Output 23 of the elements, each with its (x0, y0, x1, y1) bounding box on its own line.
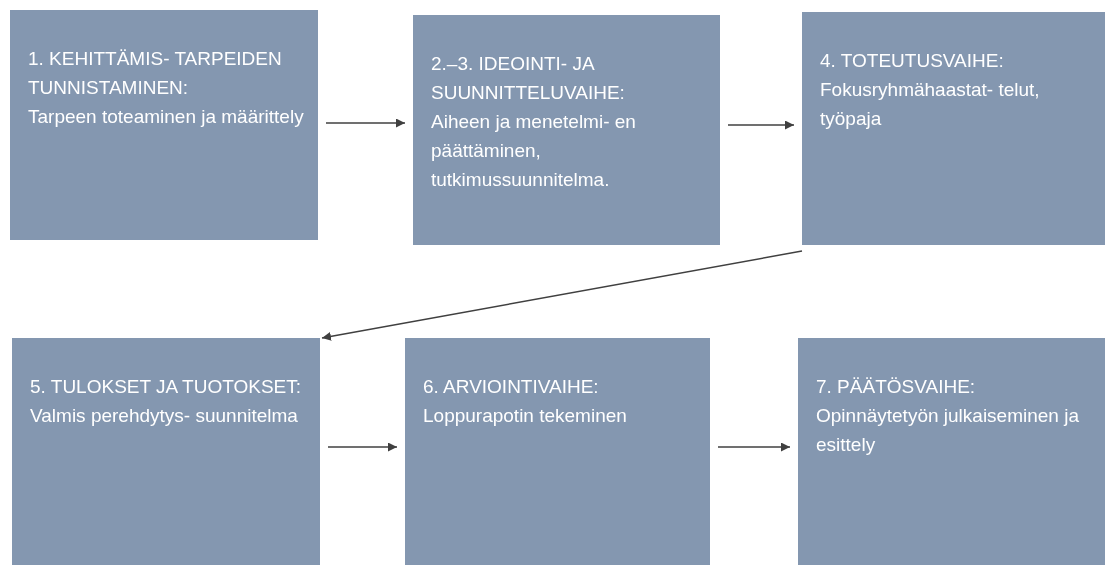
process-box (802, 12, 1105, 245)
step-heading: 7. PÄÄTÖSVAIHE: (816, 375, 977, 399)
arrow (727, 120, 795, 130)
process-box (12, 338, 320, 565)
step-description: Tarpeen toteaminen ja määrittely (28, 105, 304, 129)
step-heading: 2.–3. IDEOINTI- JA SUUNNITTELUVAIHE: (431, 52, 626, 105)
step-description: Opinnäytetyön julkaiseminen ja esittely (816, 404, 1080, 457)
step-heading: 6. ARVIOINTIVAIHE: (423, 375, 600, 399)
step-description: Aiheen ja menetelmi- en päättäminen, tutkimussuunnitelma. (431, 110, 637, 192)
process-box (405, 338, 710, 565)
process-box (10, 10, 318, 240)
arrow (717, 442, 791, 452)
step-description: Valmis perehdytys- suunnitelma (30, 404, 299, 428)
process-box (798, 338, 1105, 565)
step-description: Fokusryhmähaastat- telut, työpaja (820, 78, 1041, 131)
step-description: Loppurapotin tekeminen (423, 404, 628, 428)
arrow (321, 250, 803, 341)
arrow (327, 442, 398, 452)
step-heading: 4. TOTEUTUSVAIHE: (820, 49, 1005, 73)
process-box (413, 15, 720, 245)
step-heading: 1. KEHITTÄMIS- TARPEIDEN TUNNISTAMINEN: (28, 47, 283, 100)
step-heading: 5. TULOKSET JA TUOTOKSET: (30, 375, 303, 399)
arrow (325, 118, 406, 128)
